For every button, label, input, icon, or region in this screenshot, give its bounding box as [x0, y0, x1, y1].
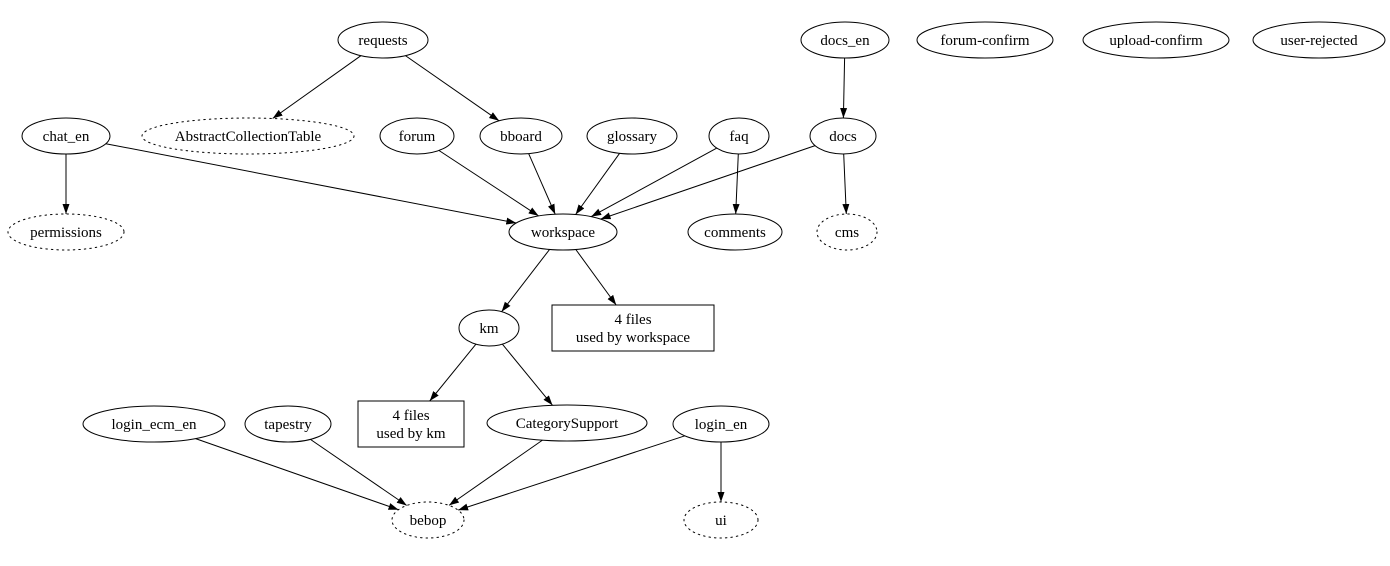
- node-bboard: bboard: [479, 117, 563, 155]
- node-user-rejected: user-rejected: [1252, 21, 1386, 59]
- edge-forum-to-workspace: [438, 150, 539, 217]
- node-label-upload-confirm: upload-confirm: [1109, 33, 1203, 49]
- node-shape-bboard: [479, 117, 563, 155]
- node-label-glossary: glossary: [607, 129, 657, 145]
- node-requests: requests: [337, 21, 429, 59]
- node-label-bebop: bebop: [410, 513, 447, 529]
- edge-km-to-files_km: [429, 343, 477, 402]
- node-shape-km: [458, 309, 520, 347]
- node-login_en: login_en: [672, 405, 770, 443]
- edge-requests-to-bboard: [405, 55, 500, 122]
- node-shape-comments: [687, 213, 783, 251]
- node-label-docs_en: docs_en: [820, 33, 870, 49]
- node-shape-chat_en: [21, 117, 111, 155]
- node-label-login_en: login_en: [695, 417, 748, 433]
- node-shape-docs_en: [800, 21, 890, 59]
- edge-faq-to-workspace: [590, 147, 718, 218]
- node-label-tapestry: tapestry: [264, 417, 312, 433]
- node-glossary: glossary: [586, 117, 678, 155]
- node-label-requests: requests: [358, 33, 407, 49]
- node-login_ecm_en: login_ecm_en: [82, 405, 226, 443]
- node-permissions: permissions: [7, 213, 125, 251]
- node-shape-AbstractCollectionTable: [141, 117, 355, 155]
- node-label-chat_en: chat_en: [43, 129, 90, 145]
- node-shape-requests: [337, 21, 429, 59]
- edge-login_ecm_en-to-bebop: [195, 438, 399, 511]
- node-shape-files_workspace: [551, 304, 715, 352]
- node-bebop: bebop: [391, 501, 465, 539]
- node-AbstractCollectionTable: AbstractCollectionTable: [141, 117, 355, 155]
- edge-requests-to-AbstractCollectionTable: [272, 55, 362, 119]
- node-workspace: workspace: [508, 213, 618, 251]
- node-label-km: km: [479, 321, 499, 337]
- node-shape-files_km: [357, 400, 465, 448]
- node-shape-workspace: [508, 213, 618, 251]
- node-forum-confirm: forum-confirm: [916, 21, 1054, 59]
- edge-CategorySupport-to-bebop: [448, 439, 543, 506]
- node-label-permissions: permissions: [30, 225, 102, 241]
- node-label-CategorySupport: CategorySupport: [516, 416, 619, 432]
- node-label-cms: cms: [835, 225, 859, 241]
- node-ui: ui: [683, 501, 759, 539]
- node-label-forum-confirm: forum-confirm: [940, 33, 1029, 49]
- node-shape-forum-confirm: [916, 21, 1054, 59]
- node-upload-confirm: upload-confirm: [1082, 21, 1230, 59]
- node-chat_en: chat_en: [21, 117, 111, 155]
- edge-workspace-to-files_workspace: [575, 249, 617, 306]
- node-forum: forum: [379, 117, 455, 155]
- node-label-workspace: workspace: [531, 225, 595, 241]
- node-shape-user-rejected: [1252, 21, 1386, 59]
- node-shape-upload-confirm: [1082, 21, 1230, 59]
- node-shape-forum: [379, 117, 455, 155]
- node-label-bboard: bboard: [500, 129, 542, 145]
- node-tapestry: tapestry: [244, 405, 332, 443]
- node-shape-bebop: [391, 501, 465, 539]
- edge-workspace-to-km: [501, 249, 550, 313]
- edge-login_en-to-bebop: [457, 435, 686, 511]
- node-shape-glossary: [586, 117, 678, 155]
- node-cms: cms: [816, 213, 878, 251]
- node-comments: comments: [687, 213, 783, 251]
- node-shape-docs: [809, 117, 877, 155]
- node-label-docs: docs: [829, 129, 857, 145]
- node-shape-login_ecm_en: [82, 405, 226, 443]
- nodes-layer: requests docs_en forum-confirm upload-confi…: [7, 21, 1386, 539]
- edge-tapestry-to-bebop: [310, 438, 408, 506]
- node-shape-CategorySupport: [486, 404, 648, 442]
- node-shape-permissions: [7, 213, 125, 251]
- edge-faq-to-comments: [732, 153, 740, 215]
- node-km: km: [458, 309, 520, 347]
- edge-docs-to-cms: [842, 153, 850, 215]
- node-label-AbstractCollectionTable: AbstractCollectionTable: [175, 129, 322, 145]
- node-label-forum: forum: [399, 129, 436, 145]
- node-label-ui: ui: [715, 513, 727, 529]
- edge-km-to-CategorySupport: [501, 343, 553, 406]
- node-faq: faq: [708, 117, 770, 155]
- edge-chat_en-to-workspace: [105, 143, 517, 225]
- node-label-comments: comments: [704, 225, 766, 241]
- node-shape-cms: [816, 213, 878, 251]
- edge-docs-to-workspace: [600, 145, 816, 220]
- node-label-login_ecm_en: login_ecm_en: [112, 417, 197, 433]
- node-label-faq: faq: [729, 129, 749, 145]
- node-docs_en: docs_en: [800, 21, 890, 59]
- node-shape-ui: [683, 501, 759, 539]
- node-shape-faq: [708, 117, 770, 155]
- edge-glossary-to-workspace: [575, 153, 621, 215]
- node-docs: docs: [809, 117, 877, 155]
- node-shape-login_en: [672, 405, 770, 443]
- node-shape-tapestry: [244, 405, 332, 443]
- node-label-user-rejected: user-rejected: [1280, 33, 1358, 49]
- edges-layer: [62, 55, 850, 511]
- node-CategorySupport: CategorySupport: [486, 404, 648, 442]
- edge-docs_en-to-docs: [840, 57, 848, 119]
- edge-bboard-to-workspace: [528, 153, 556, 215]
